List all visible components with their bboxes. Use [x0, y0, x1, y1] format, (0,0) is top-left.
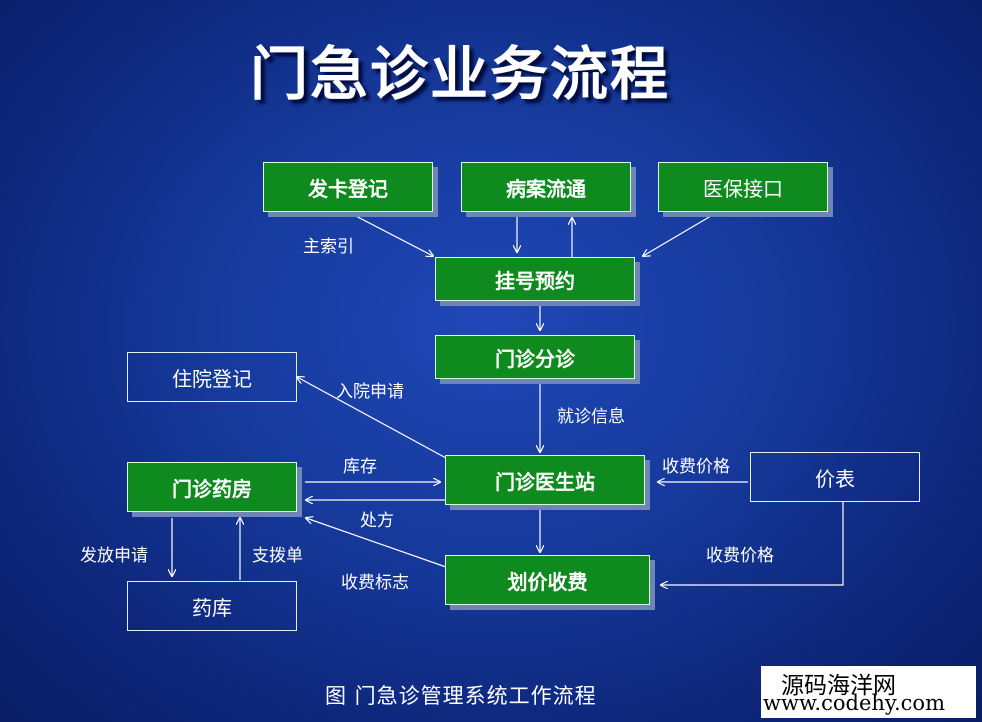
node-registration: 挂号预约: [435, 257, 635, 301]
arrow-insurance-to-registration: [643, 212, 717, 256]
node-billing: 划价收费: [445, 555, 650, 605]
label-visit-info: 就诊信息: [557, 407, 625, 427]
node-triage: 门诊分诊: [435, 335, 635, 379]
watermark-line1: 源码海洋网: [781, 673, 896, 699]
node-pharmacy: 门诊药房: [127, 462, 297, 512]
node-doctor-station: 门诊医生站: [445, 455, 645, 505]
node-price-table: 价表: [750, 452, 920, 502]
label-inventory: 库存: [343, 457, 377, 477]
page-title: 门急诊业务流程: [250, 40, 671, 108]
node-case-circulation: 病案流通: [461, 162, 631, 212]
node-inpatient-register: 住院登记: [127, 352, 297, 402]
node-card-register: 发卡登记: [263, 162, 433, 212]
label-main-index: 主索引: [303, 237, 354, 257]
watermark-line2: www.codehy.com: [763, 691, 945, 715]
label-fee-price-1: 收费价格: [662, 457, 730, 477]
node-warehouse: 药库: [127, 581, 297, 631]
figure-caption: 图 门急诊管理系统工作流程: [325, 684, 597, 708]
label-fee-price-2: 收费价格: [706, 546, 774, 566]
label-admission-request: 入院申请: [336, 382, 404, 402]
arrow-billing-to-pharmacy: [306, 518, 447, 568]
arrow-card-to-registration: [349, 212, 433, 256]
label-fee-mark: 收费标志: [341, 573, 409, 593]
watermark: 源码海洋网 www.codehy.com: [761, 666, 976, 718]
label-allocation-slip: 支拨单: [252, 546, 303, 566]
node-insurance-interface: 医保接口: [658, 162, 828, 212]
label-dispense-request: 发放申请: [80, 546, 148, 566]
arrow-doctor-to-inpatient: [297, 377, 447, 459]
arrow-price-to-billing: [661, 502, 844, 585]
label-prescription: 处方: [360, 511, 394, 531]
